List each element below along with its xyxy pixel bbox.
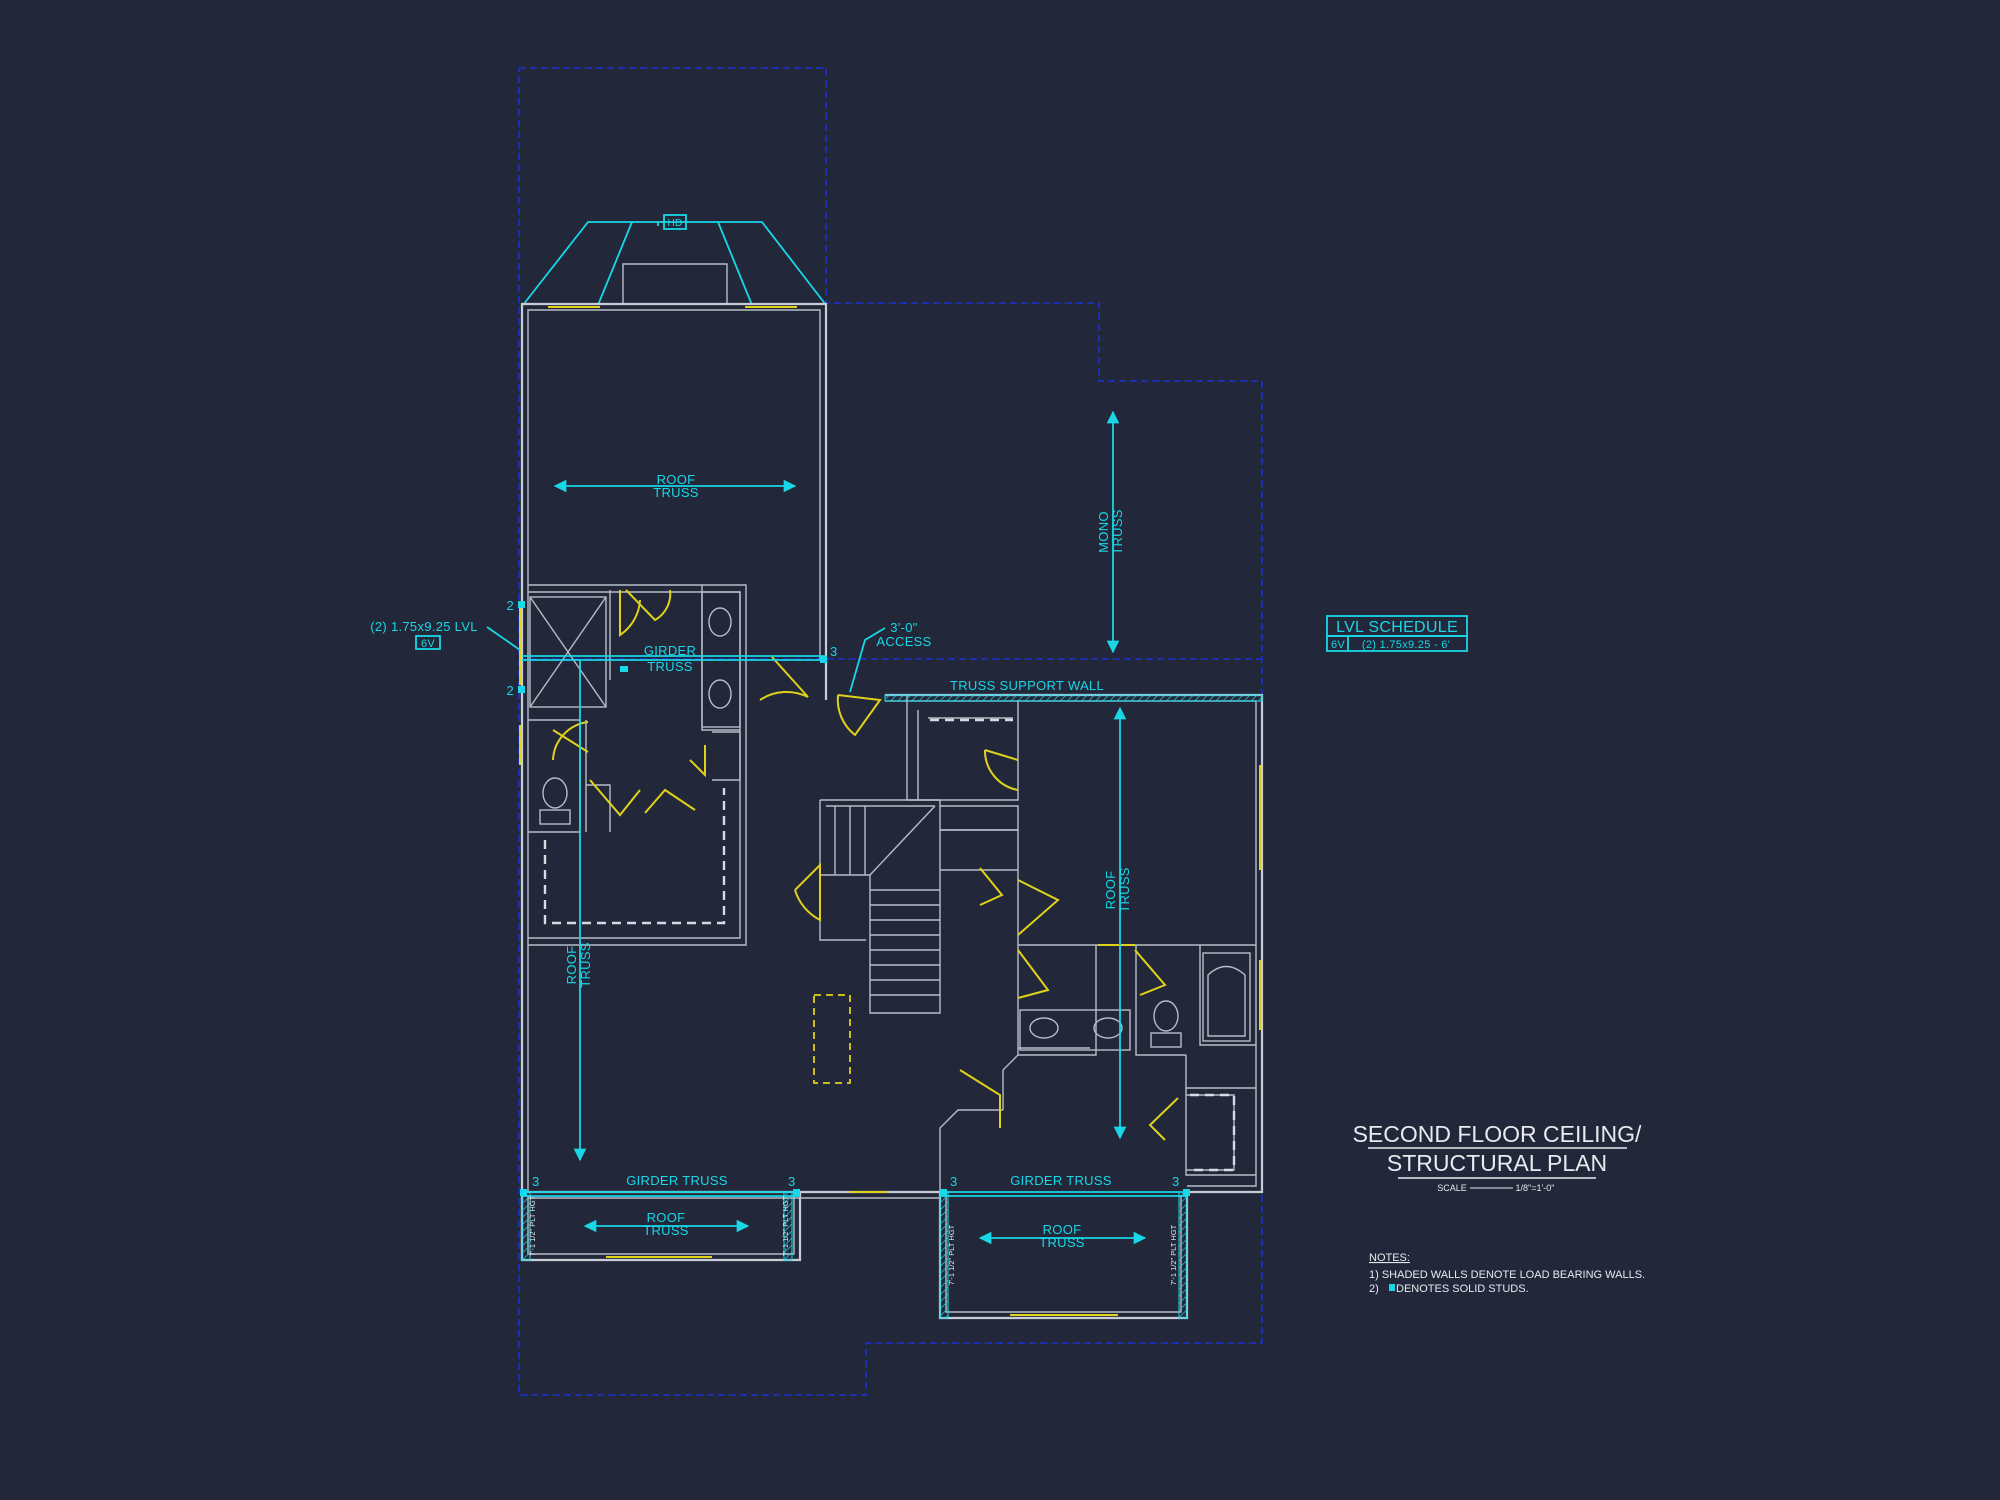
- stud-count-bl1: 3: [532, 1174, 540, 1189]
- windows: [519, 306, 1261, 1316]
- lvl-schedule-spec: (2) 1.75x9.25 - 6': [1362, 639, 1450, 651]
- solid-stud-symbol: [1389, 1284, 1395, 1291]
- doors: [552, 589, 1179, 1141]
- roof-label-bl: ROOF: [647, 1210, 686, 1225]
- girder-truss-left: GIRDER TRUSS: [626, 1173, 728, 1188]
- attic-access-hatch: [813, 994, 851, 1084]
- title-block: SECOND FLOOR CEILING/ STRUCTURAL PLAN SC…: [1353, 1121, 1642, 1193]
- notes-heading: NOTES:: [1369, 1252, 1410, 1264]
- girder-truss-right: GIRDER TRUSS: [1010, 1173, 1112, 1188]
- truss-label-right: TRUSS: [1117, 867, 1132, 913]
- lvl-schedule: LVL SCHEDULE 6V (2) 1.75x9.25 - 6': [1326, 615, 1468, 652]
- title-line-1: SECOND FLOOR CEILING/: [1353, 1121, 1642, 1147]
- truss-label-left: TRUSS: [578, 942, 593, 988]
- notes: NOTES: 1) SHADED WALLS DENOTE LOAD BEARI…: [1369, 1252, 1645, 1295]
- toilet-left: [539, 777, 571, 825]
- hd-tag-box: [663, 214, 687, 230]
- truss-label-top: TRUSS: [653, 485, 699, 500]
- note-2-number: 2): [1369, 1283, 1379, 1295]
- truss-label-br: TRUSS: [1039, 1235, 1085, 1250]
- walls: [520, 302, 1264, 1320]
- title-line-2: STRUCTURAL PLAN: [1387, 1150, 1607, 1176]
- roof-outline: [518, 67, 1263, 1396]
- note-2: DENOTES SOLID STUDS.: [1396, 1283, 1529, 1295]
- mono-truss-label: TRUSS: [1110, 509, 1125, 555]
- lvl-callout-tag-box: [415, 635, 441, 650]
- stud-count-bl2: 3: [788, 1174, 796, 1189]
- roof-label-right: ROOF: [1103, 871, 1118, 910]
- girder-label: GIRDER: [644, 643, 696, 658]
- plate-height-3: 7'-1 1/2" PLT HGT: [947, 1224, 956, 1285]
- stud-count-lower: 2: [506, 683, 514, 698]
- roof-label-left: ROOF: [564, 946, 579, 985]
- stud-count-br2: 3: [1172, 1174, 1180, 1189]
- access-label: ACCESS: [876, 634, 931, 649]
- stud-count-upper: 2: [506, 598, 514, 613]
- lvl-schedule-title: LVL SCHEDULE: [1336, 619, 1458, 636]
- lvl-callout-tag: 6V: [421, 638, 435, 650]
- scale-value: 1/8"=1'-0": [1516, 1183, 1555, 1193]
- access-size: 3'-0": [890, 620, 917, 635]
- truss-label-bl: TRUSS: [643, 1223, 689, 1238]
- toilet-right: [1150, 1000, 1182, 1048]
- shower: [529, 596, 607, 708]
- load-bearing-walls: [521, 694, 1263, 1319]
- plate-height-1: 7'-1 1/2" PLT HGT: [528, 1195, 537, 1256]
- plate-height-2: 7'-1 1/2" PLT HGT: [781, 1195, 790, 1256]
- bay-roof: HD: [522, 214, 827, 306]
- lvl-callout: (2) 1.75x9.25 LVL: [370, 619, 477, 634]
- girder-truss-label: TRUSS: [647, 659, 693, 674]
- truss-support-wall-label: TRUSS SUPPORT WALL: [950, 678, 1104, 693]
- stud-count-br1: 3: [950, 1174, 958, 1189]
- scale-label: SCALE: [1437, 1183, 1467, 1193]
- roof-label-top: ROOF: [657, 472, 696, 487]
- plan-labels: ROOF TRUSS GIRDER TRUSS (2) 1.75x9.25 LV…: [370, 472, 1179, 1285]
- hd-label: HD: [667, 218, 682, 229]
- lvl-schedule-tag: 6V: [1331, 639, 1345, 651]
- mono-label: MONO: [1096, 511, 1111, 553]
- note-1: 1) SHADED WALLS DENOTE LOAD BEARING WALL…: [1369, 1269, 1645, 1281]
- structural-annotations: [486, 410, 1190, 1245]
- bathtub: [1202, 952, 1251, 1042]
- roof-label-br: ROOF: [1043, 1222, 1082, 1237]
- double-vanity: [1019, 1009, 1131, 1051]
- plate-height-4: 7'-1 1/2" PLT HGT: [1169, 1224, 1178, 1285]
- staircase: [819, 799, 941, 1014]
- stud-count-access: 3: [830, 644, 838, 659]
